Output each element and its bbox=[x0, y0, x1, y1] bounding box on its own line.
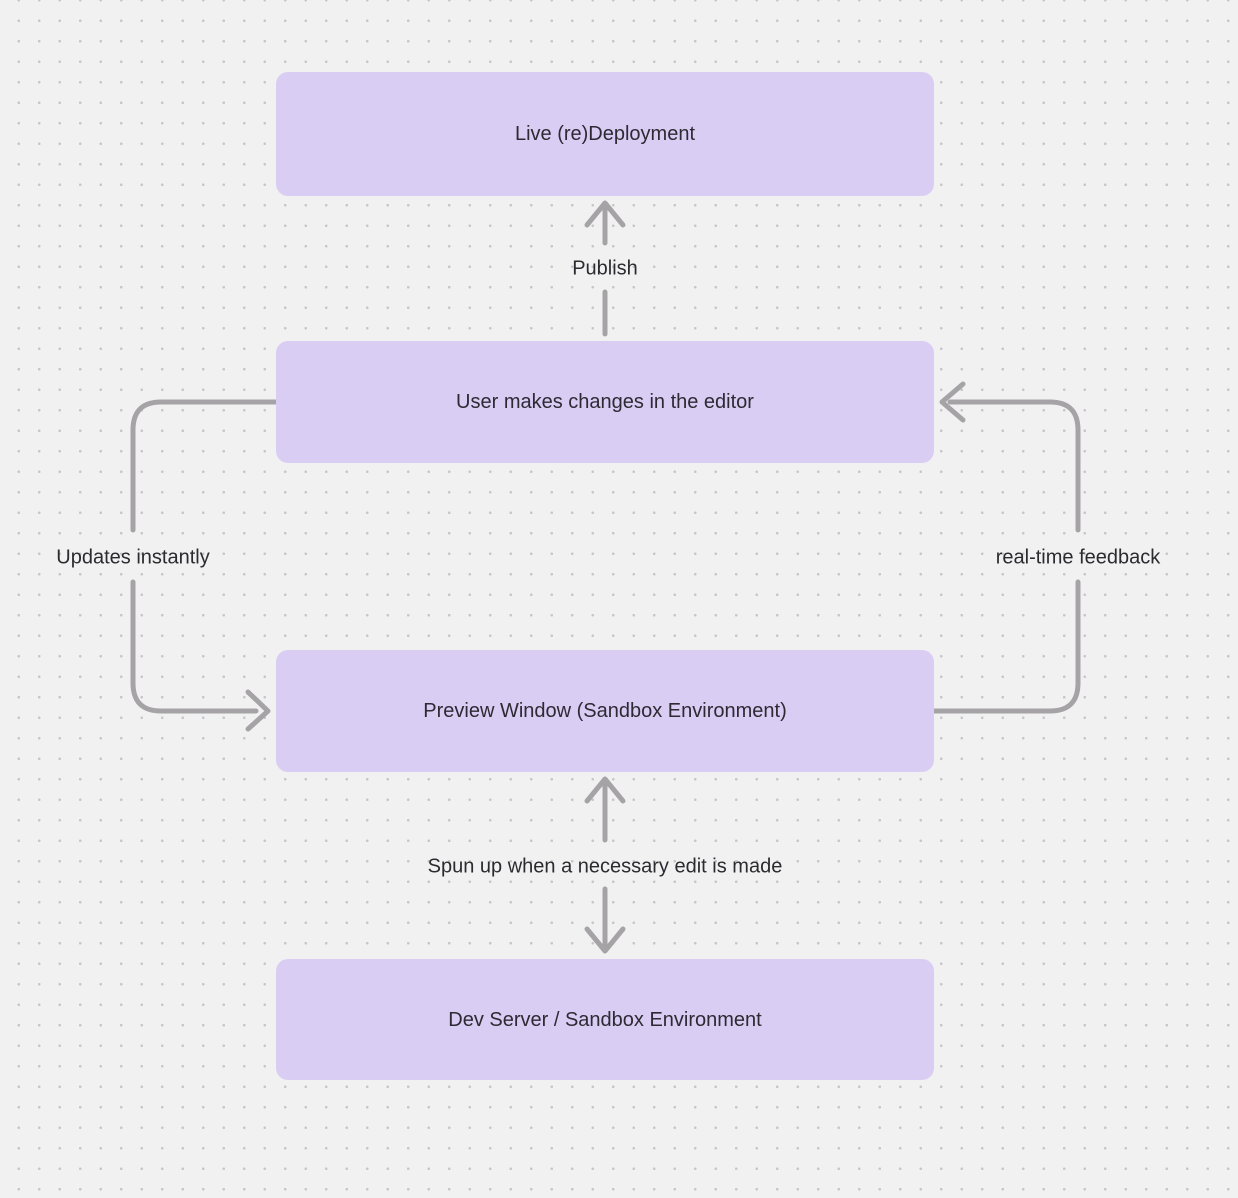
node-live-deployment: Live (re)Deployment bbox=[276, 72, 934, 196]
node-dev-server-label: Dev Server / Sandbox Environment bbox=[448, 1008, 762, 1031]
updates-loop-top bbox=[130, 399, 279, 533]
spun-up-arrowhead-up-icon bbox=[584, 776, 626, 804]
spun-up-arrow bbox=[584, 776, 626, 954]
updates-arrowhead-right-icon bbox=[245, 689, 271, 732]
edge-label-realtime-feedback: real-time feedback bbox=[995, 546, 1161, 569]
feedback-loop-bottom bbox=[931, 579, 1081, 714]
updates-instantly-arrow bbox=[130, 399, 279, 732]
feedback-arrowhead-left-icon bbox=[939, 381, 966, 423]
node-dev-server: Dev Server / Sandbox Environment bbox=[276, 959, 934, 1080]
edge-label-spun-up: Spun up when a necessary edit is made bbox=[427, 855, 783, 878]
realtime-feedback-arrow bbox=[931, 381, 1081, 714]
publish-arrow bbox=[584, 200, 626, 337]
node-live-deployment-label: Live (re)Deployment bbox=[514, 123, 696, 145]
edge-label-updates-instantly: Updates instantly bbox=[56, 546, 210, 569]
publish-arrowhead-up-icon bbox=[584, 200, 626, 228]
node-preview-window: Preview Window (Sandbox Environment) bbox=[276, 650, 934, 772]
node-preview-window-label: Preview Window (Sandbox Environment) bbox=[423, 700, 787, 722]
node-user-changes: User makes changes in the editor bbox=[276, 341, 934, 463]
feedback-loop-top bbox=[947, 399, 1081, 533]
updates-loop-bottom bbox=[130, 579, 259, 714]
node-user-changes-label: User makes changes in the editor bbox=[456, 391, 754, 413]
edge-label-publish: Publish bbox=[572, 257, 638, 280]
spun-up-arrowhead-down-icon bbox=[584, 926, 626, 954]
